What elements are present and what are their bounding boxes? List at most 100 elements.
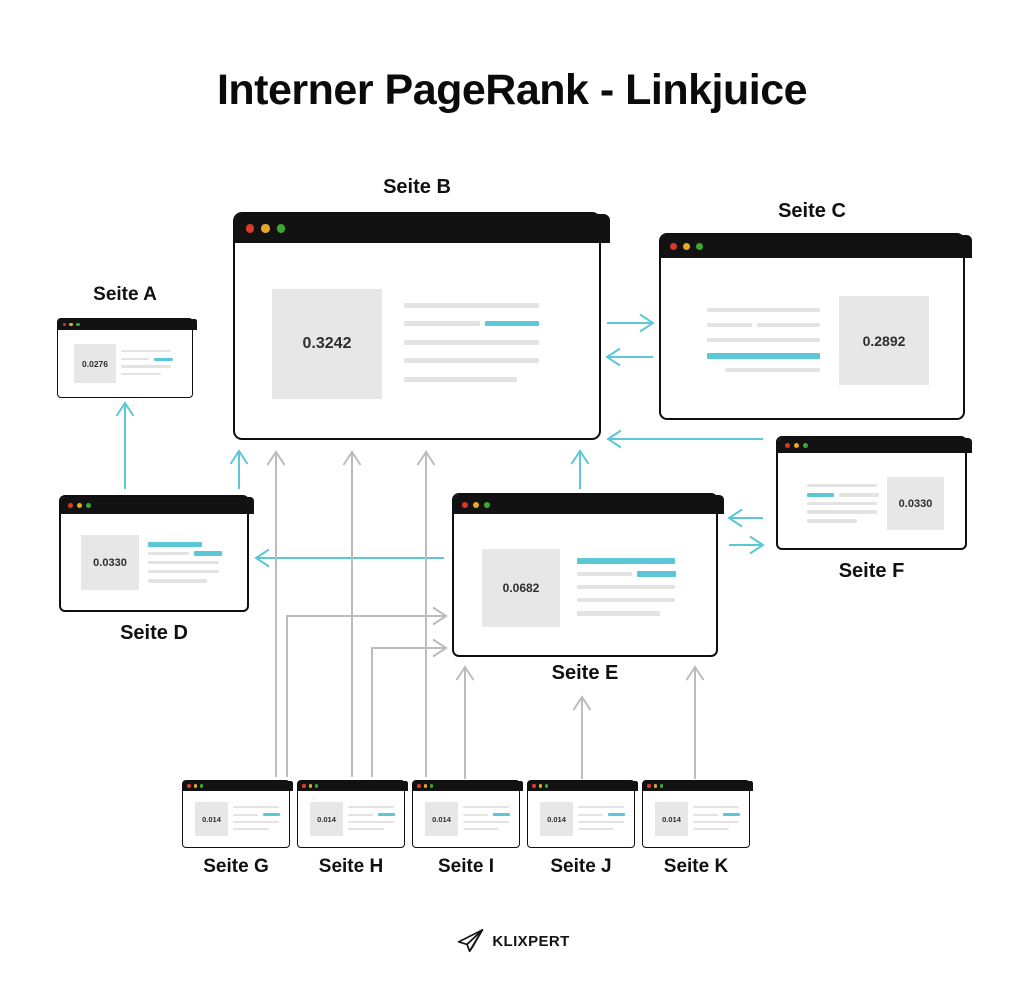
traffic-light-red-icon bbox=[532, 784, 536, 788]
arrow-g-to-e bbox=[286, 615, 446, 777]
text-line-segment bbox=[348, 827, 384, 831]
highlight-line-segment bbox=[723, 813, 740, 817]
pagerank-square: 0.014 bbox=[195, 802, 228, 836]
text-line-segment bbox=[121, 350, 171, 353]
highlight-line-segment bbox=[637, 571, 676, 577]
traffic-light-red-icon bbox=[647, 784, 651, 788]
page-window-a: 0.0276 bbox=[57, 318, 197, 398]
content-line bbox=[348, 813, 395, 817]
text-line-segment bbox=[578, 813, 603, 816]
content-line bbox=[348, 827, 384, 831]
content-line bbox=[463, 827, 499, 831]
text-line-segment bbox=[404, 358, 539, 364]
traffic-light-red-icon bbox=[417, 784, 421, 788]
text-line-segment bbox=[348, 820, 394, 823]
content-line bbox=[404, 303, 539, 308]
text-line-segment bbox=[807, 510, 877, 514]
content-line bbox=[577, 584, 675, 590]
text-line-segment bbox=[693, 806, 739, 809]
traffic-light-green-icon bbox=[695, 243, 703, 250]
text-line-segment bbox=[233, 806, 279, 809]
klixpert-logo: KLIXPERT bbox=[454, 924, 569, 958]
page-label-b: Seite B bbox=[383, 176, 451, 198]
pagerank-square: 0.0682 bbox=[482, 549, 560, 627]
text-line-segment bbox=[577, 571, 632, 577]
text-line-segment bbox=[578, 820, 624, 823]
pagerank-square: 0.3242 bbox=[272, 289, 382, 399]
traffic-light-green-icon bbox=[75, 322, 80, 327]
content-line bbox=[233, 827, 269, 831]
traffic-light-green-icon bbox=[544, 784, 549, 788]
text-line-segment bbox=[707, 308, 820, 312]
traffic-light-yellow-icon bbox=[193, 784, 198, 788]
traffic-light-yellow-icon bbox=[472, 501, 479, 508]
content-line bbox=[807, 484, 877, 488]
traffic-light-red-icon bbox=[187, 784, 191, 788]
traffic-light-yellow-icon bbox=[308, 784, 313, 788]
content-line bbox=[577, 571, 676, 577]
text-line-segment bbox=[463, 820, 509, 823]
text-line-segment bbox=[148, 579, 207, 583]
pagerank-value: 0.014 bbox=[317, 814, 336, 824]
arrow-c-to-b-head bbox=[605, 347, 621, 367]
highlight-line-segment bbox=[807, 492, 834, 498]
traffic-light-green-icon bbox=[86, 503, 91, 508]
arrow-d-to-a-head bbox=[115, 401, 135, 417]
highlight-line-segment bbox=[148, 542, 202, 547]
arrow-b-to-c-head bbox=[639, 313, 655, 333]
text-line-segment bbox=[121, 373, 161, 376]
content-line bbox=[404, 376, 517, 382]
content-line bbox=[148, 569, 219, 574]
text-line-segment bbox=[148, 552, 189, 556]
content-line bbox=[578, 820, 624, 823]
pagerank-value: 0.014 bbox=[432, 814, 451, 824]
content-line bbox=[807, 519, 857, 523]
arrow-i-to-b-head bbox=[416, 450, 436, 466]
content-line bbox=[348, 806, 394, 809]
page-label-j: Seite J bbox=[550, 856, 612, 877]
traffic-light-green-icon bbox=[803, 443, 808, 448]
arrow-i-to-e-head bbox=[455, 665, 475, 681]
traffic-light-red-icon bbox=[670, 243, 678, 250]
content-line bbox=[404, 339, 539, 345]
pagerank-value: 0.0682 bbox=[502, 581, 540, 595]
pagerank-value: 0.2892 bbox=[862, 332, 906, 349]
text-line-segment bbox=[404, 376, 517, 382]
content-line bbox=[348, 820, 394, 823]
highlight-line-segment bbox=[493, 813, 510, 817]
window-titlebar bbox=[298, 781, 409, 791]
content-line bbox=[404, 321, 539, 327]
highlight-line-segment bbox=[707, 353, 820, 359]
text-line-segment bbox=[807, 484, 877, 488]
text-line-segment bbox=[693, 827, 729, 831]
content-line bbox=[463, 806, 509, 809]
page-window-b: 0.3242 bbox=[233, 212, 610, 440]
window-titlebar bbox=[235, 214, 610, 243]
page-window-j: 0.014 bbox=[527, 780, 639, 848]
arrow-g-to-b-head bbox=[266, 450, 286, 466]
pagerank-square: 0.0276 bbox=[74, 344, 116, 383]
page-label-e: Seite E bbox=[551, 662, 619, 684]
logo-text: KLIXPERT bbox=[492, 932, 570, 950]
page-label-f: Seite F bbox=[838, 560, 905, 582]
content-line bbox=[148, 579, 207, 583]
window-titlebar bbox=[183, 781, 294, 791]
text-line-segment bbox=[404, 321, 480, 327]
arrow-g-to-e-head bbox=[432, 606, 448, 626]
traffic-light-yellow-icon bbox=[76, 503, 82, 508]
traffic-light-green-icon bbox=[276, 224, 286, 233]
highlight-line-segment bbox=[485, 321, 539, 327]
text-line-segment bbox=[577, 584, 675, 590]
traffic-light-red-icon bbox=[461, 501, 468, 508]
page-label-a: Seite A bbox=[93, 284, 157, 305]
content-line bbox=[233, 813, 280, 817]
traffic-light-yellow-icon bbox=[653, 784, 658, 788]
arrow-e-to-d-head bbox=[254, 548, 270, 568]
window-titlebar bbox=[413, 781, 524, 791]
text-line-segment bbox=[404, 303, 539, 308]
content-line bbox=[233, 820, 279, 823]
text-line-segment bbox=[463, 806, 509, 809]
text-line-segment bbox=[577, 597, 675, 603]
